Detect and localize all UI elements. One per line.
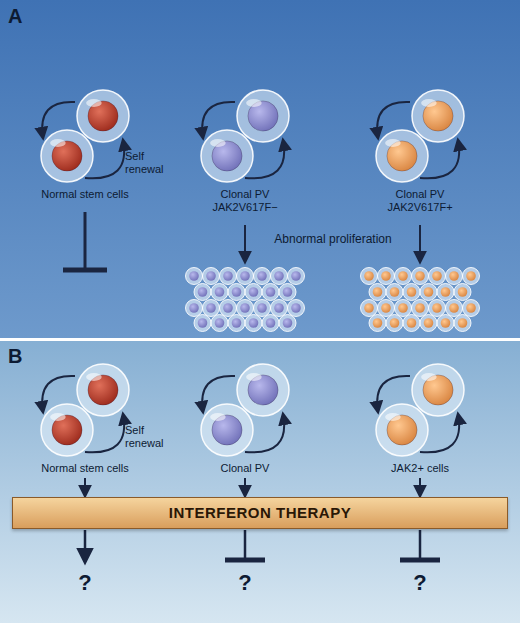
annotation: Self renewal: [125, 150, 181, 176]
annotation: Abnormal proliferation: [268, 232, 398, 246]
panel-letter: B: [8, 344, 38, 368]
cell-pair: Normal stem cells: [25, 352, 145, 475]
cell-label: Clonal PV: [190, 462, 300, 475]
proliferation-arrows: [245, 225, 420, 262]
cell-label: Normal stem cells: [30, 188, 140, 201]
panel-letter: ?: [405, 570, 435, 596]
panel-letter: A: [8, 4, 38, 28]
therapy-band: INTERFERON THERAPY: [12, 497, 508, 529]
cell-label: Clonal PV JAK2V617F−: [204, 188, 286, 214]
annotation: Self renewal: [125, 424, 181, 450]
cell-label: Normal stem cells: [30, 462, 140, 475]
cell-pair: Clonal PV JAK2V617F−: [185, 78, 305, 214]
band-label: INTERFERON THERAPY: [21, 504, 499, 522]
connector-arrow: [419, 478, 421, 496]
connector-arrow: [84, 478, 86, 496]
cell-pair: Clonal PV JAK2V617F+: [360, 78, 480, 214]
cell-pair-illustration: [185, 78, 305, 188]
cell-pair: Clonal PV: [185, 352, 305, 475]
cell-pair: JAK2+ cells: [360, 352, 480, 475]
cell-label: Clonal PV JAK2V617F+: [379, 188, 461, 214]
cell-label: JAK2+ cells: [365, 462, 475, 475]
cell-pair: Normal stem cells: [25, 78, 145, 201]
connector-arrow: [244, 478, 246, 496]
panel-letter: ?: [70, 570, 100, 596]
outcome-symbols: [85, 530, 440, 562]
inhibition-symbol: [63, 212, 107, 270]
panel-letter: ?: [230, 570, 260, 596]
cell-pair-illustration: [360, 352, 480, 462]
cell-pair-illustration: [360, 78, 480, 188]
panel-b: [0, 341, 520, 623]
cell-clusters: [186, 268, 480, 332]
cell-pair-illustration: [185, 352, 305, 462]
panel-a: [0, 0, 520, 338]
panel-divider: [0, 338, 520, 341]
